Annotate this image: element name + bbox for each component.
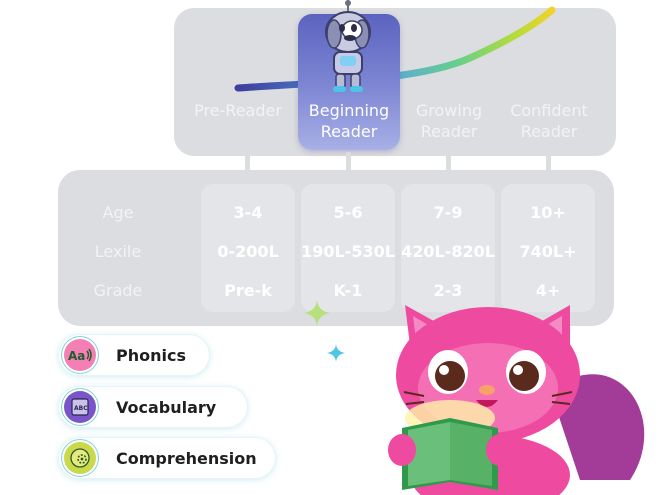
level-beginning-reader[interactable]: Beginning Reader [308,101,390,141]
vocabulary-book-icon: ABC [64,391,96,423]
row-label-grade: Grade [93,281,143,300]
table-column [501,184,595,312]
skill-label: Comprehension [116,448,257,468]
cell-lexile: 420L-820L [401,242,495,261]
row-label-age: Age [102,203,134,222]
cell-lexile: 190L-530L [301,242,395,261]
cell-grade: 4+ [535,281,561,300]
cell-age: 5-6 [333,203,363,222]
row-label-lexile: Lexile [94,242,142,261]
connector [245,152,250,174]
level-growing-reader[interactable]: Growing Reader [415,101,483,141]
cat-mascot-reading-icon [388,305,645,495]
skill-comprehension[interactable]: Comprehension [58,437,276,479]
sparkle-icon [327,344,345,362]
connector [346,152,351,174]
connector [546,152,551,174]
svg-text:Aa: Aa [68,349,85,363]
cell-grade: K-1 [333,281,363,300]
cell-grade: Pre-k [224,281,272,300]
cell-age: 3-4 [233,203,263,222]
sparkle-icon [304,300,330,326]
level-pre-reader[interactable]: Pre-Reader [194,101,282,120]
skill-vocabulary[interactable]: ABC Vocabulary [58,386,248,428]
table-column [201,184,295,312]
skill-label: Vocabulary [116,397,217,417]
cell-lexile: 740L+ [519,242,577,261]
cell-age: 10+ [530,203,566,222]
cell-lexile: 0-200L [217,242,279,261]
svg-text:ABC: ABC [74,405,88,412]
level-confident-reader[interactable]: Confident Reader [510,101,588,141]
connector [446,152,451,174]
cell-grade: 2-3 [433,281,463,300]
table-column [401,184,495,312]
skill-label: Phonics [116,345,186,365]
robot-dog-icon [325,0,371,92]
cell-age: 7-9 [433,203,463,222]
comprehension-gear-icon [64,442,96,474]
table-column [301,184,395,312]
phonics-icon: Aa [64,339,96,371]
skill-phonics[interactable]: Aa Phonics [58,334,210,376]
